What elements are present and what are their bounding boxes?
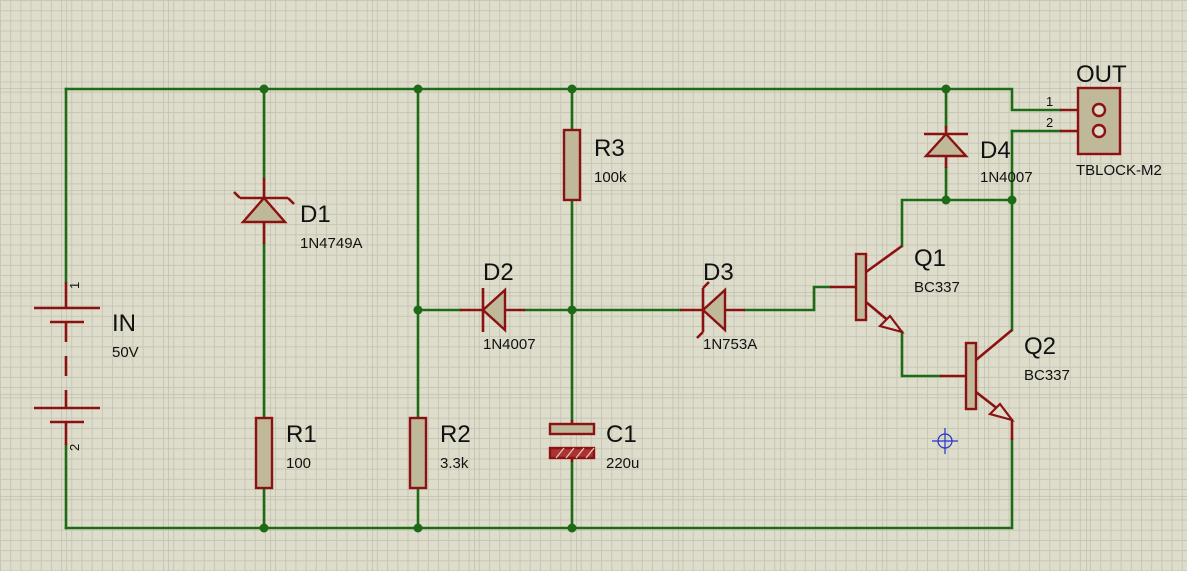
- crosshair-cursor-icon: [932, 428, 958, 454]
- battery-pin1-label: 1: [67, 282, 82, 289]
- zener-diode-d3[interactable]: D3 1N753A: [680, 259, 757, 353]
- q2-emitter-arrow: [987, 402, 1015, 422]
- resistor-r1[interactable]: R1 100: [254, 416, 317, 490]
- resistor-r2[interactable]: R2 3.3k: [408, 416, 471, 490]
- junction-dot: [567, 305, 577, 315]
- r1-value-label: 100: [286, 455, 311, 472]
- d4-ref-label: D4: [980, 137, 1011, 164]
- d1-value-label: 1N4749A: [300, 235, 363, 252]
- out-pin2-label: 2: [1046, 115, 1053, 130]
- junction-dot: [413, 523, 423, 533]
- d4-triangle: [923, 132, 969, 158]
- terminal-block-out[interactable]: 1 2 OUT TBLOCK-M2: [1046, 61, 1162, 179]
- capacitor-c1[interactable]: C1 220u: [548, 420, 639, 472]
- r2-body: [408, 416, 428, 490]
- resistor-r3[interactable]: R3 100k: [562, 128, 627, 202]
- q1-emitter-arrow: [877, 314, 905, 334]
- battery-pin2-label: 2: [67, 444, 82, 451]
- out-value-label: TBLOCK-M2: [1076, 162, 1162, 179]
- transistor-q2[interactable]: Q2 BC337: [940, 329, 1070, 440]
- junction-dot: [941, 84, 951, 94]
- out-terminal-body: [1076, 86, 1122, 156]
- battery-ref-label: IN: [112, 310, 136, 337]
- junction-dot: [567, 523, 577, 533]
- transistor-q1[interactable]: Q1 BC337: [830, 244, 960, 334]
- d4-value-label: 1N4007: [980, 169, 1033, 186]
- junction-dot: [259, 84, 269, 94]
- r3-ref-label: R3: [594, 135, 625, 162]
- battery-symbol: [34, 282, 100, 445]
- d1-triangle: [240, 196, 288, 224]
- junction-dot: [1007, 195, 1017, 205]
- q2-value-label: BC337: [1024, 367, 1070, 384]
- out-pin1-label: 1: [1046, 94, 1053, 109]
- out-pin-leads: [1060, 108, 1078, 133]
- junction-dot: [413, 84, 423, 94]
- wire-q1-q2[interactable]: [900, 330, 942, 378]
- r3-value-label: 100k: [594, 169, 627, 186]
- c1-value-label: 220u: [606, 455, 639, 472]
- d3-ref-label: D3: [703, 259, 734, 286]
- c1-ref-label: C1: [606, 421, 637, 448]
- zener-diode-d1[interactable]: D1 1N4749A: [233, 178, 363, 252]
- junction-dot: [941, 195, 951, 205]
- d3-triangle: [701, 287, 727, 333]
- wire-bottom-rail[interactable]: [64, 438, 1014, 530]
- wire-top-rail[interactable]: [64, 87, 1062, 112]
- junctions: [259, 84, 1017, 533]
- q2-base-bar: [964, 341, 978, 411]
- out-ref-label: OUT: [1076, 61, 1127, 88]
- d3-value-label: 1N753A: [703, 336, 757, 353]
- c1-plate-top: [548, 422, 596, 436]
- q1-base-bar: [854, 252, 868, 322]
- wire-d3-q1[interactable]: [743, 285, 832, 312]
- out-screw-2: [1091, 123, 1107, 139]
- c1-plate-hatch: [555, 447, 595, 459]
- r2-value-label: 3.3k: [440, 455, 469, 472]
- r2-ref-label: R2: [440, 421, 471, 448]
- q1-value-label: BC337: [914, 279, 960, 296]
- q1-ref-label: Q1: [914, 245, 946, 272]
- battery-in[interactable]: 1 2 IN 50V: [34, 282, 139, 451]
- d2-triangle: [481, 287, 507, 333]
- diode-d4[interactable]: D4 1N4007: [923, 126, 1033, 186]
- d2-value-label: 1N4007: [483, 336, 536, 353]
- junction-dot: [259, 523, 269, 533]
- junction-dot: [413, 305, 423, 315]
- r1-body: [254, 416, 274, 490]
- battery-value-label: 50V: [112, 344, 139, 361]
- out-screw-1: [1091, 102, 1107, 118]
- diode-d2[interactable]: D2 1N4007: [460, 259, 536, 353]
- q2-ref-label: Q2: [1024, 333, 1056, 360]
- r3-body: [562, 128, 582, 202]
- d2-ref-label: D2: [483, 259, 514, 286]
- d1-ref-label: D1: [300, 201, 331, 228]
- r1-ref-label: R1: [286, 421, 317, 448]
- wire-d4-collectors[interactable]: [900, 129, 1014, 332]
- junction-dot: [567, 84, 577, 94]
